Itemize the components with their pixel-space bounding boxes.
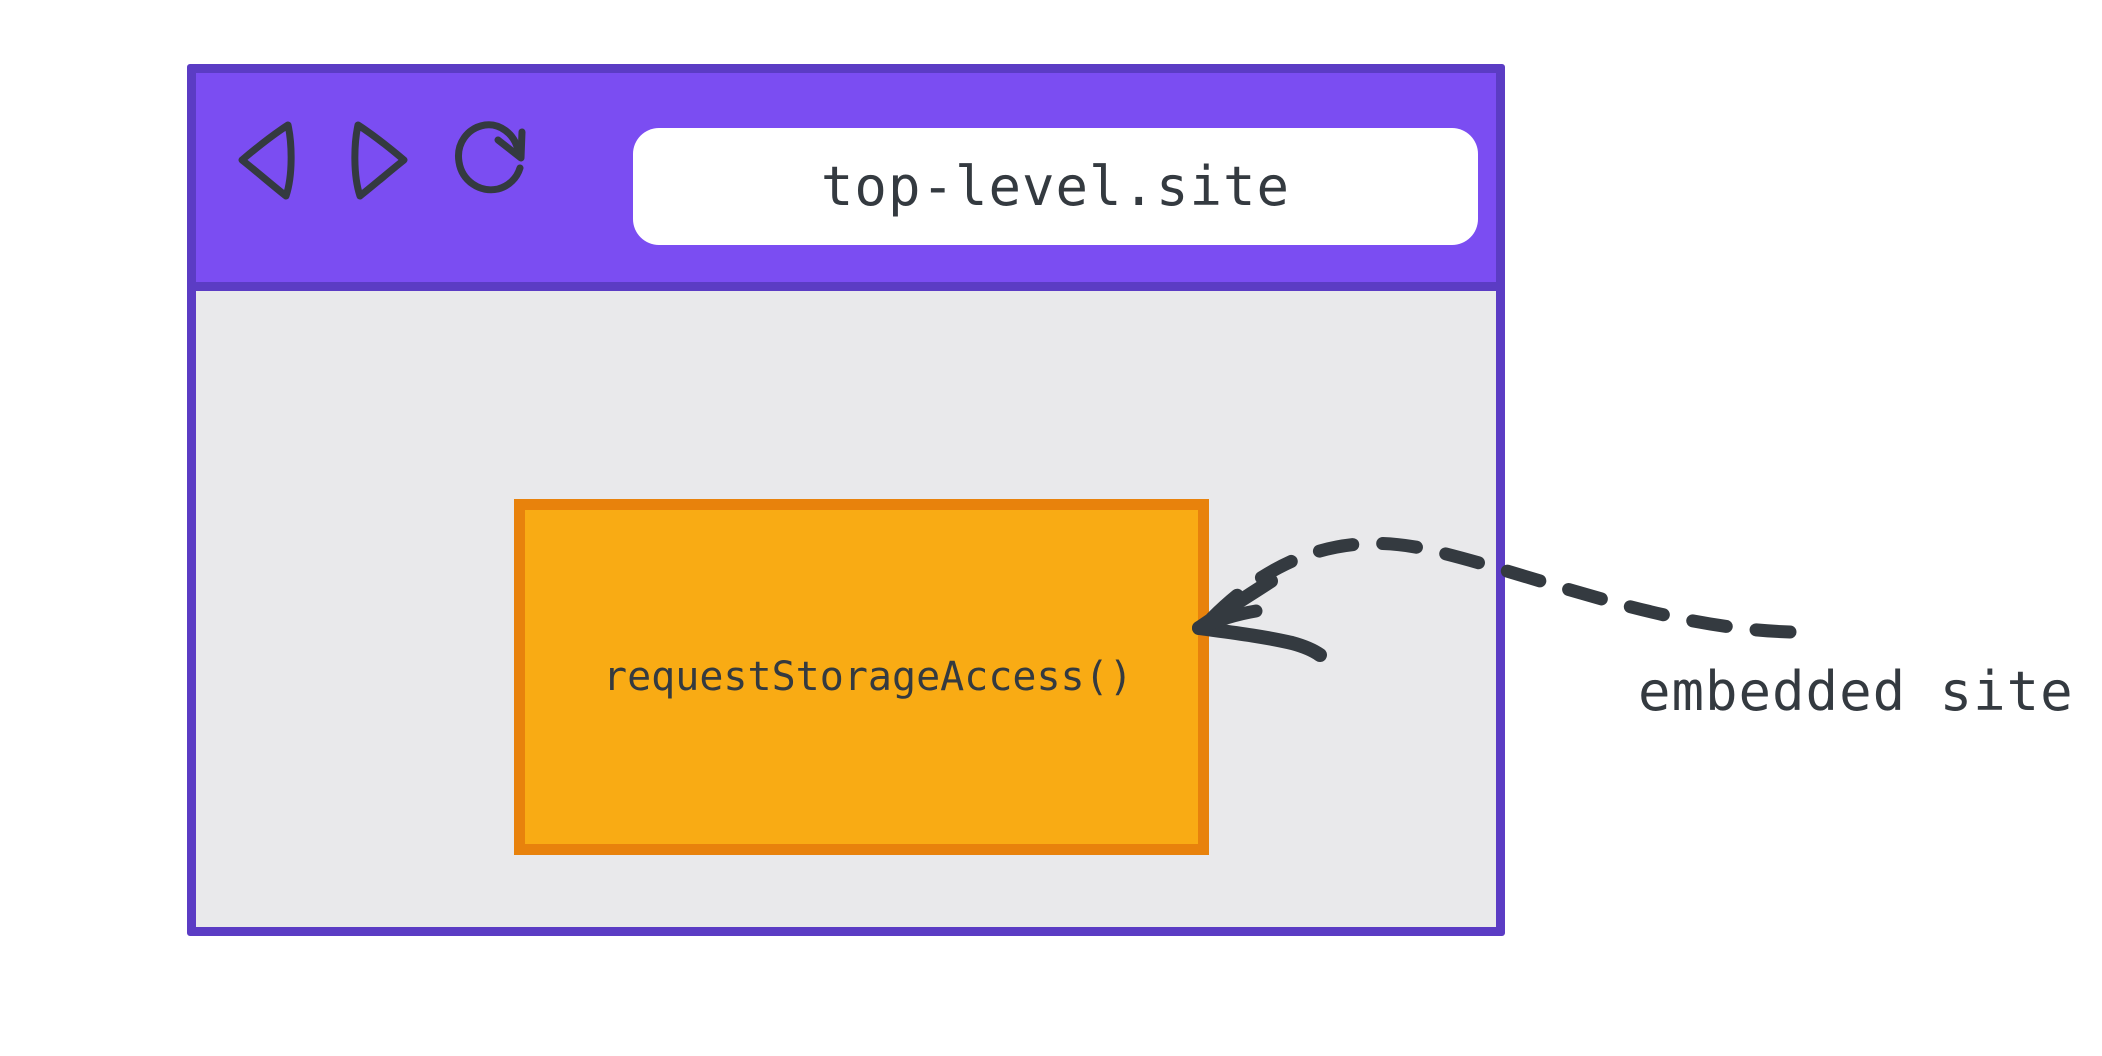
- embedded-frame[interactable]: requestStorageAccess(): [514, 499, 1209, 855]
- browser-window: top-level.site requestStorageAccess(): [187, 64, 1505, 936]
- browser-nav-controls: [228, 117, 530, 203]
- forward-arrow-icon[interactable]: [340, 117, 418, 203]
- reload-icon[interactable]: [452, 117, 530, 203]
- embedded-frame-label: requestStorageAccess(): [603, 654, 1133, 700]
- browser-viewport: requestStorageAccess(): [196, 291, 1496, 927]
- annotation-label: embedded site: [1638, 660, 2074, 723]
- url-bar[interactable]: top-level.site: [633, 128, 1478, 245]
- back-arrow-icon[interactable]: [228, 117, 306, 203]
- browser-chrome: top-level.site: [196, 73, 1496, 291]
- url-text: top-level.site: [820, 155, 1291, 218]
